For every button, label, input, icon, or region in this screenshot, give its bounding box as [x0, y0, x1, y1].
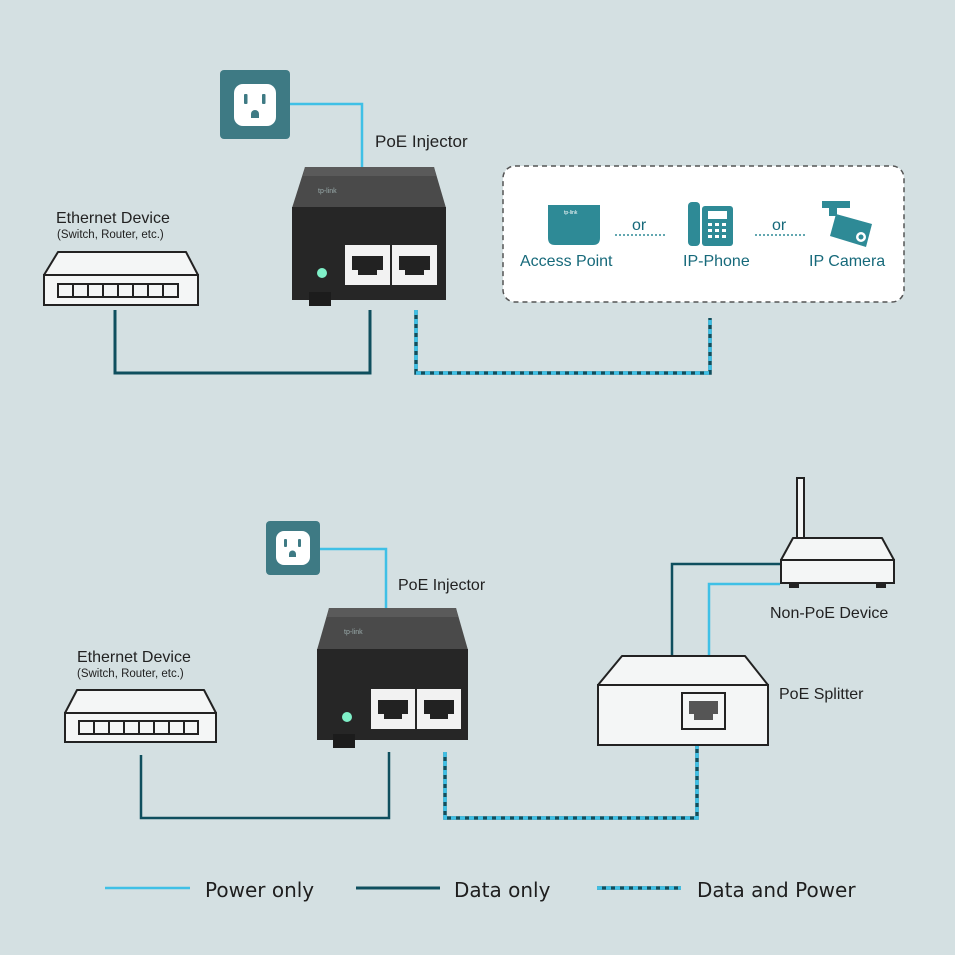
rj45-port-icon — [345, 245, 390, 285]
splitter-data-line — [670, 562, 780, 656]
bottom-data-line — [139, 752, 391, 820]
bottom-ethernet-subtitle: (Switch, Router, etc.) — [77, 668, 184, 680]
bottom-injector-label: PoE Injector — [398, 577, 486, 594]
bottom-scenario: PoE Injector tp-link Ethernet Device (Sw… — [64, 477, 895, 820]
power-outlet-icon — [220, 70, 290, 139]
poe-injector-icon: tp-link — [317, 608, 468, 748]
rj45-port-icon — [392, 245, 437, 285]
rj45-port-icon — [371, 689, 415, 729]
bottom-data-power-line-dark — [443, 745, 699, 820]
rj45-port-icon — [681, 692, 726, 730]
legend-data-and-power: Data and Power — [697, 878, 856, 902]
poe-injector-icon: tp-link — [292, 167, 446, 306]
rj45-port-icon — [417, 689, 461, 729]
led-icon — [342, 712, 352, 722]
svg-text:tp-link: tp-link — [564, 210, 578, 216]
bottom-ethernet-title: Ethernet Device — [77, 649, 191, 666]
legend: Power only Data only Data and Power — [105, 878, 856, 902]
ip-phone-icon — [688, 202, 733, 246]
bottom-power-line — [320, 547, 388, 610]
svg-text:tp-link: tp-link — [344, 629, 363, 636]
top-data-line — [113, 310, 372, 375]
splitter-power-line — [707, 582, 780, 656]
ip-camera-label: IP Camera — [809, 253, 885, 270]
legend-power-only: Power only — [205, 878, 314, 902]
ethernet-switch-icon — [43, 251, 199, 306]
or-label-1: or — [632, 217, 647, 234]
top-scenario: PoE Injector tp-link Ethernet Device (Sw… — [43, 70, 905, 375]
top-power-line — [290, 102, 364, 168]
svg-text:tp-link: tp-link — [318, 188, 337, 195]
top-data-power-line-dark — [414, 310, 712, 375]
top-data-power-line-light — [414, 310, 712, 375]
top-ethernet-subtitle: (Switch, Router, etc.) — [57, 229, 164, 241]
legend-data-only: Data only — [454, 878, 551, 902]
ethernet-switch-icon — [64, 689, 217, 743]
access-point-icon: tp-link — [548, 205, 600, 245]
or-label-2: or — [772, 217, 787, 234]
non-poe-device-label: Non-PoE Device — [770, 605, 888, 622]
power-outlet-icon — [266, 521, 320, 575]
top-injector-label: PoE Injector — [375, 132, 468, 151]
router-icon — [780, 477, 895, 588]
poe-splitter-icon — [597, 655, 769, 746]
bottom-data-power-line-light — [443, 745, 699, 820]
led-icon — [317, 268, 327, 278]
top-ethernet-title: Ethernet Device — [56, 210, 170, 227]
poe-splitter-label: PoE Splitter — [779, 686, 864, 703]
ip-camera-icon — [822, 201, 872, 247]
ip-phone-label: IP-Phone — [683, 253, 750, 270]
access-point-label: Access Point — [520, 253, 613, 270]
